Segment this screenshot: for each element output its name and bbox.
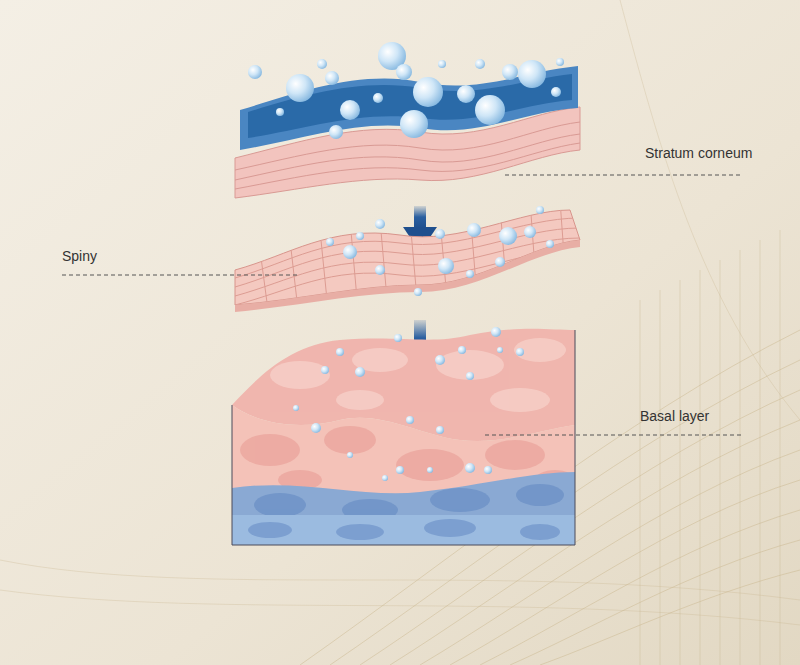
layer-label: Spiny [62, 248, 97, 265]
layer-label: Basal layer [640, 408, 709, 425]
layer-label: Stratum corneum [645, 145, 752, 162]
